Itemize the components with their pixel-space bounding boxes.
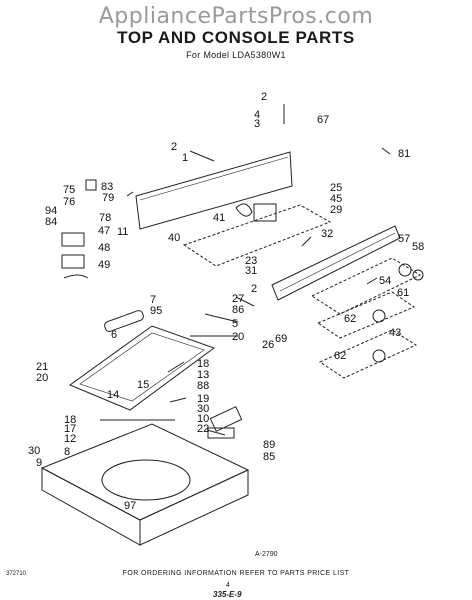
callout: 2 [171,141,177,153]
callout: 76 [63,196,75,208]
callout: 12 [64,433,76,445]
callout: 20 [232,331,244,343]
callout: 43 [389,327,401,339]
callout: 6 [111,329,117,341]
callout: 30 [28,445,40,457]
callout: 47 [98,225,110,237]
stamp: 335-E-9 [213,590,242,599]
callout: 94 [45,205,57,217]
callout: 48 [98,242,110,254]
callout: 18 [64,414,76,426]
callout: 81 [398,148,410,160]
callout: 61 [397,287,409,299]
page-subtitle: For Model LDA5380W1 [186,50,286,60]
callout: 2 [261,91,267,103]
callout: 4 [254,109,260,121]
console-panel [135,151,293,230]
callout: 9 [36,457,42,469]
page-number: 4 [226,582,230,589]
lid [68,325,216,411]
watermark: AppliancePartsPros.com [98,4,374,29]
callout: 97 [124,500,136,512]
callout: 31 [245,265,257,277]
callout: 54 [379,275,391,287]
callout: 58 [412,241,424,253]
callout: 95 [150,305,162,317]
ordering-note: FOR ORDERING INFORMATION REFER TO PARTS … [122,570,350,577]
callout: 13 [197,369,209,381]
callout: 11 [117,226,128,238]
console-frame [182,204,332,267]
callout: 86 [232,304,244,316]
console-rail [271,225,401,301]
callout: 7 [150,294,156,306]
callout: 85 [263,451,275,463]
doc-number: 372710 [6,571,27,577]
callout: 75 [63,184,75,196]
callout: 30 [197,403,209,415]
callout: 15 [137,379,149,391]
callout: 18 [197,358,209,370]
callout: 2 [251,283,257,295]
callout: 3 [254,118,260,130]
callout: 19 [197,393,209,405]
callout: 88 [197,380,209,392]
page-title: TOP AND CONSOLE PARTS [117,28,355,47]
callout: 69 [275,333,287,345]
callout: 21 [36,361,48,373]
callout: 17 [64,423,76,435]
callout: 14 [107,389,119,401]
callout: 49 [98,259,110,271]
callout: 10 [197,413,209,425]
callout: 8 [64,446,70,458]
callout: 79 [102,192,114,204]
figure-number: A-2790 [255,551,278,558]
callout: 78 [99,212,111,224]
callout: 27 [232,293,244,305]
callout: 20 [36,372,48,384]
callout: 32 [321,228,333,240]
callout: 40 [168,232,180,244]
callout: 1 [182,152,188,164]
callout: 57 [398,233,410,245]
timer [253,203,277,222]
callout: 45 [330,193,342,205]
callout: 62 [334,350,346,362]
callout: 26 [262,339,274,351]
callout: 83 [101,181,113,193]
callout: 84 [45,216,57,228]
callout: 89 [263,439,275,451]
callout: 29 [330,204,342,216]
callout: 5 [232,318,238,330]
callout: 62 [344,313,356,325]
callout: 25 [330,182,342,194]
callout: 23 [245,255,257,267]
callout: 22 [197,423,209,435]
callout: 41 [213,212,225,224]
callout: 67 [317,114,329,126]
